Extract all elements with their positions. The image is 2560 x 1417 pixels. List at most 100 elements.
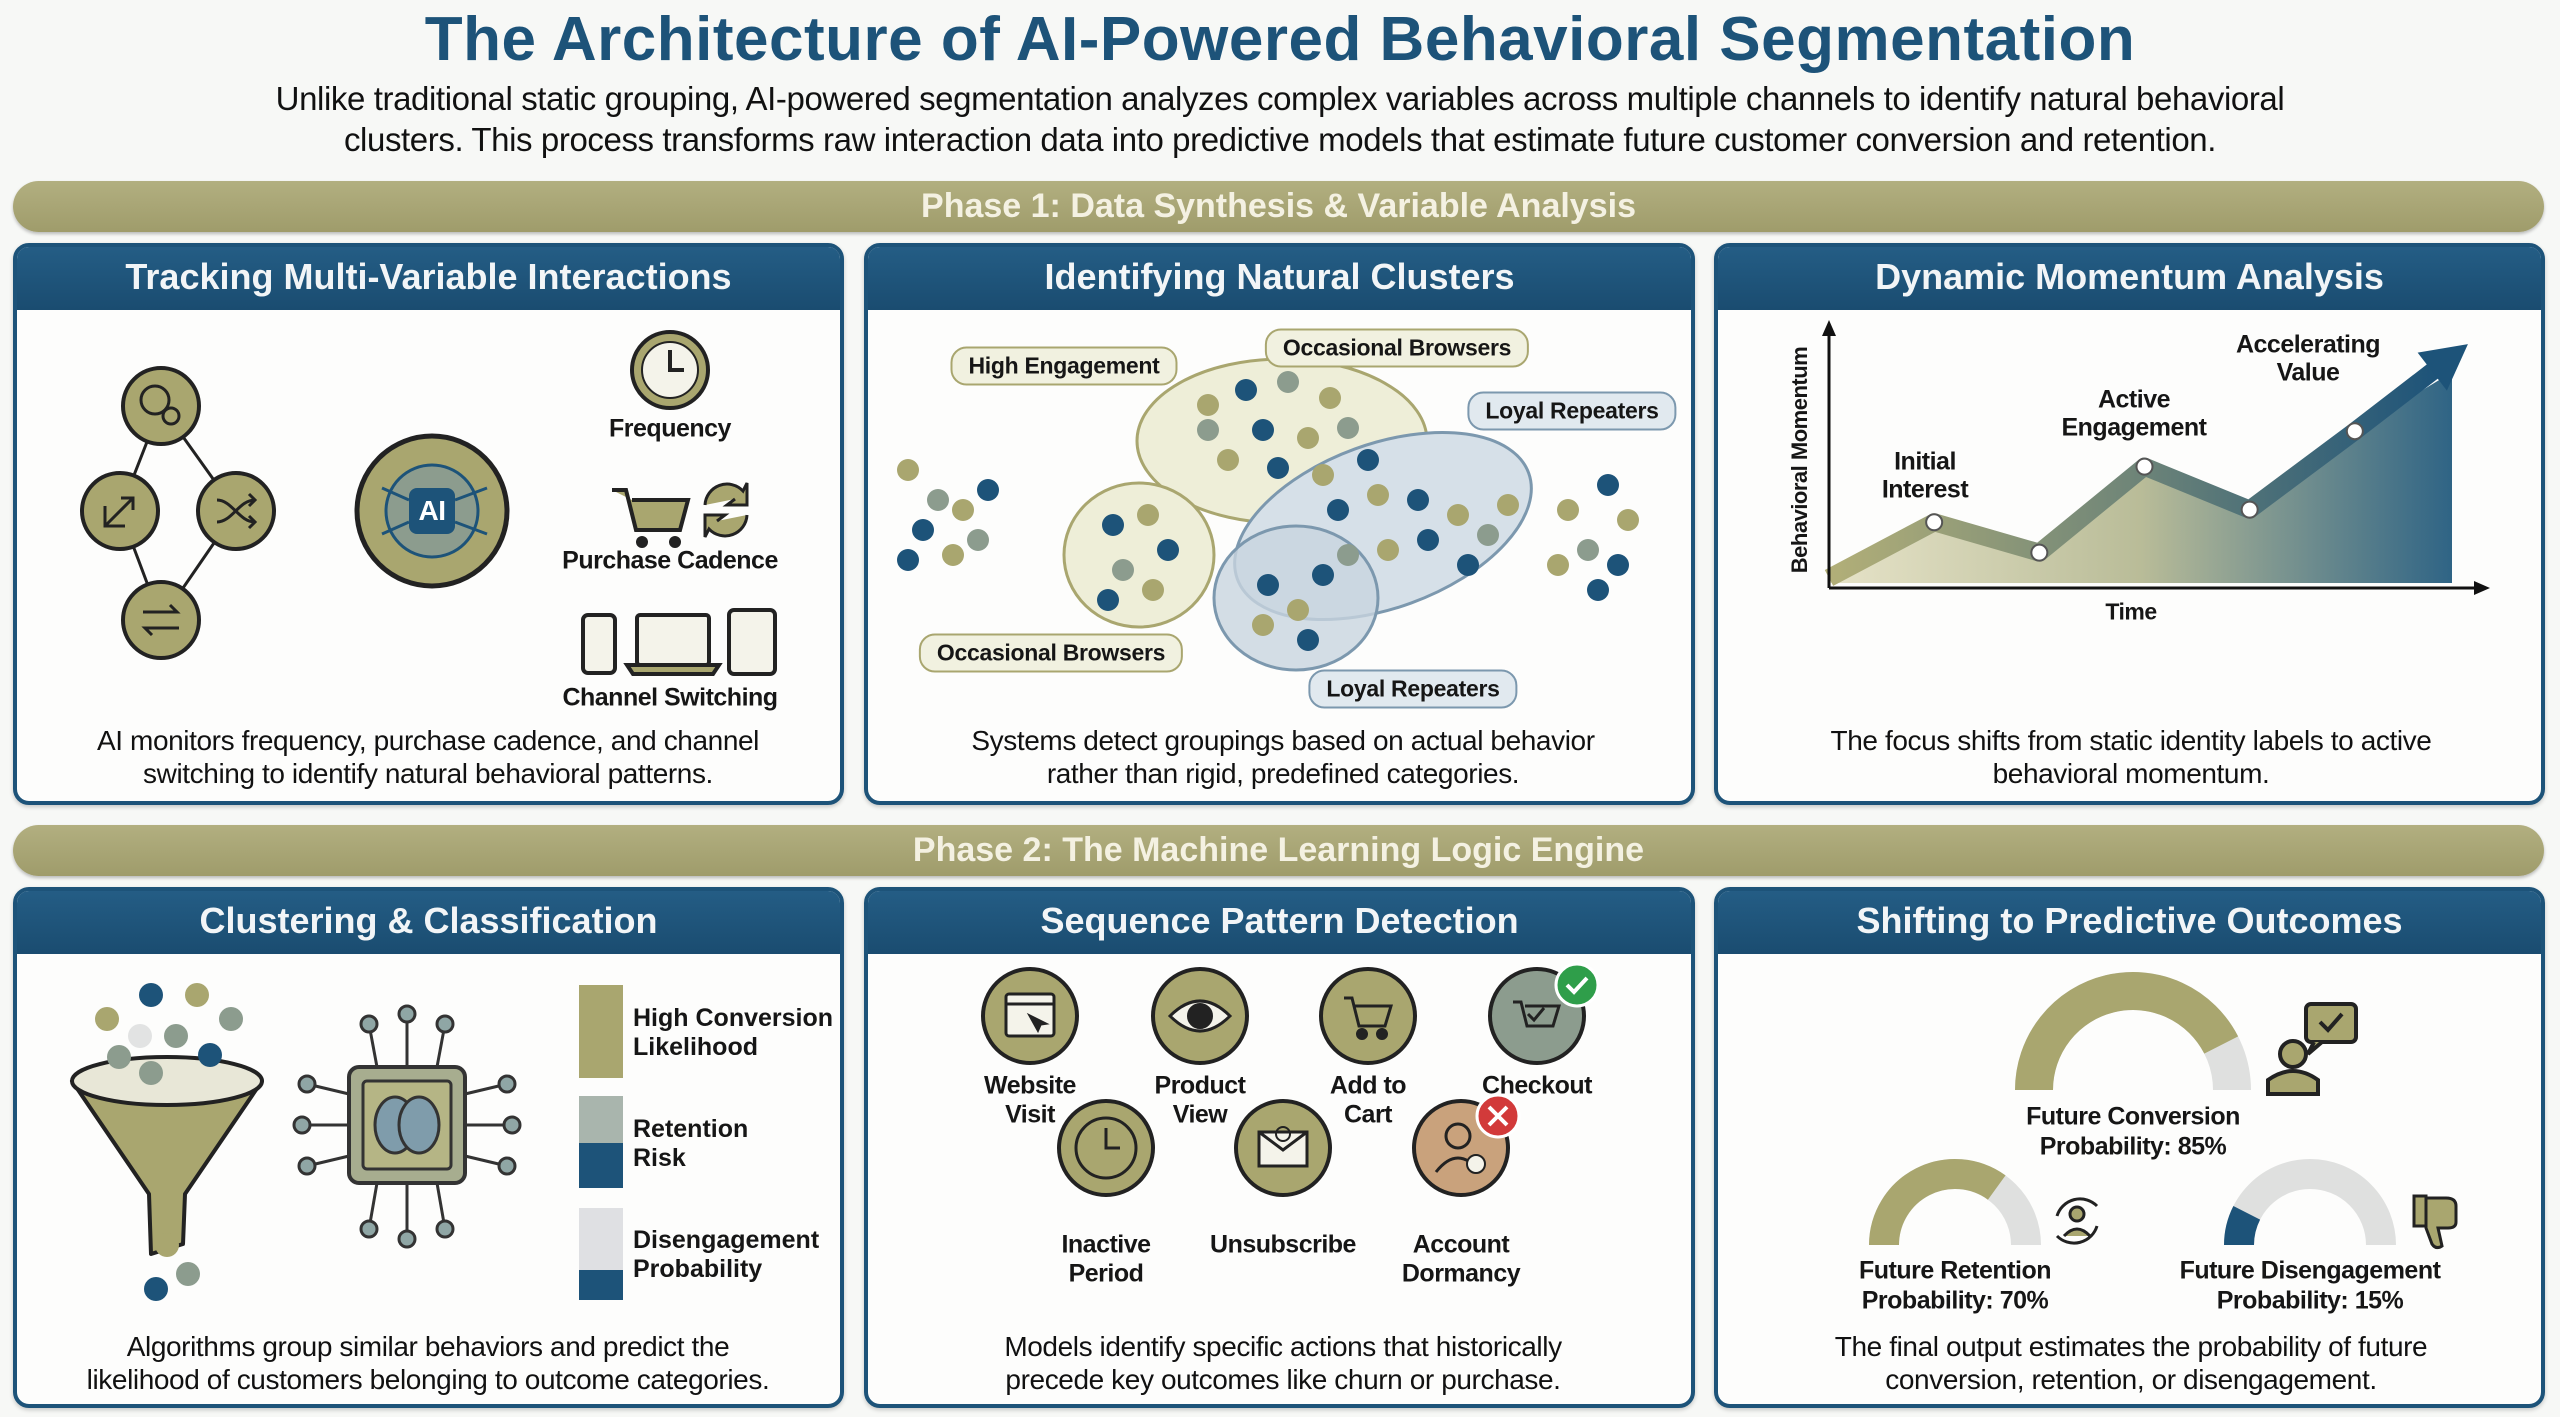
cluster-dot xyxy=(1297,629,1319,651)
step-inactive-period-1: Inactive xyxy=(1061,1230,1151,1259)
step-account-dormancy-1: Account xyxy=(1412,1230,1510,1259)
cluster-dot xyxy=(1137,504,1159,526)
brain-chip-icon xyxy=(292,1004,522,1249)
card-natural-clusters: Identifying Natural Clusters High Engage… xyxy=(864,243,1695,805)
gauge-retention-label: Future Retention xyxy=(1859,1256,2052,1285)
phase-1-banner: Phase 1: Data Synthesis & Variable Analy… xyxy=(13,181,2544,232)
cluster-dot xyxy=(927,489,949,511)
caption-line-1: AI monitors frequency, purchase cadence,… xyxy=(97,725,759,756)
cluster-dot xyxy=(1277,371,1299,393)
cluster-dot xyxy=(912,519,934,541)
cluster-dot xyxy=(1457,554,1479,576)
cluster-dot xyxy=(1357,449,1379,471)
data-point-dot xyxy=(139,1061,163,1085)
cluster-loyal-repeaters-overlap xyxy=(1212,524,1380,672)
cluster-dot xyxy=(1607,554,1629,576)
cluster-dot xyxy=(1617,509,1639,531)
momentum-point xyxy=(2345,422,2364,441)
caption-line-1: The focus shifts from static identity la… xyxy=(1830,725,2432,756)
cluster-dot xyxy=(1587,579,1609,601)
caption-line-1: The final output estimates the probabili… xyxy=(1834,1331,2428,1362)
caption-line-2: behavioral momentum. xyxy=(1992,758,2270,789)
cluster-label-occasional-browsers-2: Occasional Browsers xyxy=(918,633,1184,673)
annotation-value: Value xyxy=(2276,358,2340,387)
cluster-dot xyxy=(1112,559,1134,581)
cluster-dot xyxy=(1557,499,1579,521)
gauge-disengagement-value: Probability: 15% xyxy=(2216,1286,2404,1315)
annotation-interest: Interest xyxy=(1881,475,1969,504)
gauge-track xyxy=(2224,1159,2396,1246)
annotation-initial: Initial xyxy=(1894,447,1956,476)
card-tracking-interactions: Tracking Multi-Variable Interactions xyxy=(13,243,844,805)
subtitle-line-2: clusters. This process transforms raw in… xyxy=(343,121,2217,158)
cluster-dot xyxy=(1252,419,1274,441)
step-unsubscribe: Unsubscribe xyxy=(1210,1230,1356,1259)
cluster-dot xyxy=(1252,614,1274,636)
channel-switching-label: Channel Switching xyxy=(562,683,778,712)
website-visit-icon xyxy=(981,967,1079,1065)
devices-icon xyxy=(581,608,777,676)
card-title: Identifying Natural Clusters xyxy=(868,247,1691,310)
gauge-conversion-label: Future Conversion xyxy=(2026,1102,2240,1131)
cluster-label-high-engagement: High Engagement xyxy=(950,346,1178,386)
legend-swatch-disengagement xyxy=(579,1208,623,1270)
caption-line-2: precede key outcomes like churn or purch… xyxy=(1005,1364,1561,1395)
unsubscribe-icon xyxy=(1234,1099,1332,1197)
cluster-dot xyxy=(1407,489,1429,511)
cluster-dot xyxy=(1477,524,1499,546)
cluster-dot xyxy=(1597,474,1619,496)
add-to-cart-icon xyxy=(1319,967,1417,1065)
annotation-accelerating: Accelerating xyxy=(2235,330,2381,359)
cluster-dot xyxy=(1267,457,1289,479)
cluster-dot xyxy=(952,499,974,521)
cluster-dot xyxy=(1319,387,1341,409)
card-title: Tracking Multi-Variable Interactions xyxy=(17,247,840,310)
cluster-dot xyxy=(1327,499,1349,521)
step-website-visit-1: Website xyxy=(984,1071,1076,1100)
cluster-dot xyxy=(897,549,919,571)
ai-chip-icon xyxy=(354,433,510,589)
card-title: Shifting to Predictive Outcomes xyxy=(1718,891,2541,954)
caption-line-2: switching to identify natural behavioral… xyxy=(143,758,713,789)
caption-line-2: rather than rigid, predefined categories… xyxy=(1046,758,1520,789)
page-title: The Architecture of AI-Powered Behaviora… xyxy=(424,5,2136,74)
gauge-fill xyxy=(1869,1159,2006,1246)
step-website-visit-2: Visit xyxy=(1005,1100,1055,1129)
card-title: Sequence Pattern Detection xyxy=(868,891,1691,954)
data-point-dot xyxy=(128,1024,152,1048)
cluster-dot xyxy=(1417,529,1439,551)
purchase-cadence-label: Purchase Cadence xyxy=(562,546,778,575)
card-predictive-outcomes: Shifting to Predictive Outcomes Future C… xyxy=(1714,887,2545,1408)
cluster-dot xyxy=(1197,419,1219,441)
cluster-dot xyxy=(1367,484,1389,506)
data-point-dot xyxy=(164,1024,188,1048)
annotation-active: Active xyxy=(2097,385,2171,414)
clock-icon xyxy=(630,330,710,410)
cluster-occasional-browsers xyxy=(1062,481,1216,629)
data-point-dot xyxy=(144,1277,168,1301)
cluster-dot xyxy=(1287,599,1309,621)
cluster-dot xyxy=(1377,539,1399,561)
momentum-point xyxy=(2030,543,2049,562)
subtitle-line-1: Unlike traditional static grouping, AI-p… xyxy=(275,80,2285,117)
cluster-dot xyxy=(1257,574,1279,596)
momentum-point xyxy=(2240,500,2259,519)
clock-network-icon xyxy=(121,366,201,446)
momentum-point xyxy=(1925,513,1944,532)
caption-line-1: Algorithms group similar behaviors and p… xyxy=(126,1331,730,1362)
swap-arrows-icon xyxy=(703,482,749,538)
card-momentum-analysis: Dynamic Momentum Analysis Behavioral Mom… xyxy=(1714,243,2545,805)
cluster-dot xyxy=(977,479,999,501)
ai-label: AI xyxy=(418,495,447,526)
caption-line-1: Models identify specific actions that hi… xyxy=(1004,1331,1562,1362)
cluster-dot xyxy=(1447,504,1469,526)
gauge-fill xyxy=(2224,1205,2261,1246)
data-point-dot xyxy=(185,983,209,1007)
cluster-dot xyxy=(1142,579,1164,601)
cluster-label-occasional-browsers: Occasional Browsers xyxy=(1264,328,1530,368)
legend-swatch-retention-risk xyxy=(579,1096,623,1143)
data-point-dot xyxy=(95,1007,119,1031)
cart-icon xyxy=(612,488,691,548)
data-point-dot xyxy=(198,1043,222,1067)
